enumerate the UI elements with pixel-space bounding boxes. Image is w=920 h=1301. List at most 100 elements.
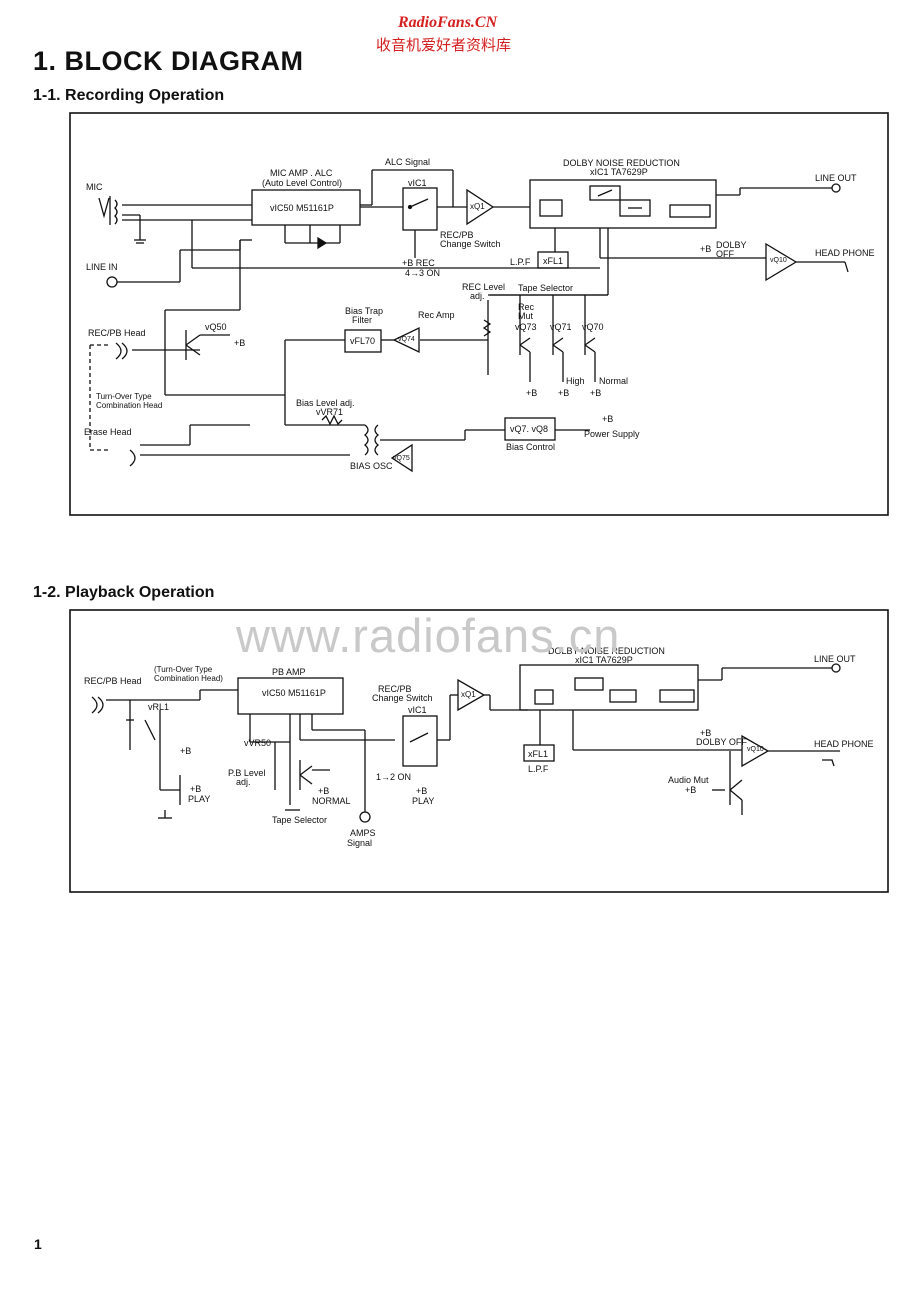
label-alc: (Auto Level Control)	[262, 178, 343, 188]
label-lpf: L.P.F	[510, 257, 531, 267]
rec-pb-switch-box	[402, 187, 438, 231]
rec-pb-head-symbol	[91, 696, 98, 714]
label-xq1-pb: xQ1	[461, 690, 476, 699]
label-pb-level-adj: adj.	[236, 777, 251, 787]
label-dolby-off-pb: DOLBY OFF	[696, 737, 747, 747]
vq10-amp-pb	[741, 734, 770, 768]
label-mic-amp: MIC AMP . ALC	[270, 168, 333, 178]
label-combination-head: Combination Head	[96, 401, 163, 410]
label-b-play: +B	[190, 784, 202, 794]
label-line-in: LINE IN	[86, 262, 118, 272]
label-b-mut: +B	[685, 785, 697, 795]
label-vq71: vQ71	[550, 322, 572, 332]
label-change-switch-pb: Change Switch	[372, 693, 433, 703]
label-pb-amp: PB AMP	[272, 667, 306, 677]
label-erase-head: Erase Head	[84, 427, 132, 437]
label-filter: Filter	[352, 315, 372, 325]
erase-head	[129, 449, 136, 467]
label-xq1: xQ1	[470, 202, 485, 211]
label-vic1: vIC1	[408, 178, 427, 188]
label-head-phone-pb: HEAD PHONE	[814, 739, 874, 749]
xq1-amp	[466, 188, 495, 226]
label-combination-pb: Combination Head)	[154, 674, 223, 683]
page-title: 1. BLOCK DIAGRAM	[33, 46, 304, 76]
label-change-switch: Change Switch	[440, 239, 501, 249]
label-bias-osc: BIAS OSC	[350, 461, 393, 471]
label-rec-amp: Rec Amp	[418, 310, 455, 320]
label-dolby-off: OFF	[716, 249, 734, 259]
label-normal: Normal	[599, 376, 629, 386]
label-dolby-ic-pb: xIC1 TA7629P	[575, 655, 633, 665]
line-out-jack-pb	[831, 663, 841, 673]
label-vq75: vQ75	[393, 455, 410, 462]
vq10-amp	[765, 242, 798, 282]
amps-signal-node	[359, 811, 371, 823]
label-rec-level: REC Level	[462, 282, 506, 292]
bias-control-box	[504, 417, 556, 441]
label-on-pb: 1→2 ON	[376, 772, 412, 782]
label-vq10-pb: vQ10	[747, 746, 764, 753]
label-bias-level: Bias Level adj.	[296, 398, 355, 408]
page-number: 1	[34, 1236, 42, 1252]
label-power-supply: Power Supply	[584, 429, 640, 439]
label-xfl1-pb: xFL1	[528, 749, 549, 759]
label-turnover-pb: (Turn-Over Type	[154, 665, 213, 674]
label-b-normal: +B	[318, 786, 330, 796]
label-dolby-word: DOLBY	[716, 240, 747, 250]
bias-trap-filter-box	[344, 329, 382, 353]
section2-heading: 1-2. Playback Operation	[33, 584, 215, 601]
label-b-dolby: +B	[700, 244, 712, 254]
label-lpf-pb: L.P.F	[528, 764, 549, 774]
label-alc-signal: ALC Signal	[385, 157, 431, 167]
label-turnover: Turn-Over Type	[96, 392, 152, 401]
section1-heading: 1-1. Recording Operation	[33, 87, 225, 104]
label-vq70: vQ70	[582, 322, 604, 332]
label-dolby-ic: xIC1 TA7629P	[590, 167, 648, 177]
watermark-subtitle: 收音机爱好者资料库	[376, 36, 512, 54]
label-ic50: vIC50 M51161P	[270, 203, 334, 213]
label-tape-selector-pb: Tape Selector	[272, 815, 328, 825]
label-b-71: +B	[558, 388, 570, 398]
pb-switch-box	[402, 715, 438, 767]
label-vq74: vQ74	[398, 336, 415, 343]
label-rec-on: 4→3 ON	[405, 268, 441, 278]
label-recpb-head: REC/PB Head	[88, 328, 146, 338]
label-vfl70: vFL70	[350, 336, 376, 346]
label-play2: PLAY	[412, 796, 435, 806]
label-vq50: vQ50	[205, 322, 227, 332]
label-recpb-head-pb: REC/PB Head	[84, 676, 142, 686]
label-vrl1: vRL1	[148, 702, 170, 712]
label-dolby: DOLBY NOISE REDUCTION	[563, 158, 680, 168]
label-xfl1: xFL1	[543, 256, 564, 266]
label-high: High	[566, 376, 585, 386]
xq1-amp-pb	[457, 678, 486, 712]
playback-frame	[69, 609, 889, 893]
watermark-site: RadioFans.CN	[398, 14, 498, 31]
label-b-73: +B	[526, 388, 538, 398]
label-b-rec: +B REC	[402, 258, 435, 268]
label-line-out-pb: LINE OUT	[814, 654, 856, 664]
label-line-out: LINE OUT	[815, 173, 857, 183]
rec-pb-head	[115, 342, 122, 360]
label-b-vrl: +B	[180, 746, 192, 756]
label-vvr71: vVR71	[316, 407, 344, 417]
xfl1-box	[537, 251, 569, 269]
label-play: PLAY	[188, 794, 211, 804]
label-signal: Signal	[347, 838, 373, 848]
label-vq7: vQ7. vQ8	[510, 424, 549, 434]
label-mic: MIC	[86, 182, 103, 192]
label-b-ps: +B	[602, 414, 614, 424]
label-vq73: vQ73	[515, 322, 537, 332]
label-dolby-pb: DOLBY NOISE REDUCTION	[548, 646, 665, 656]
label-ic50-pb: vIC50 M51161P	[262, 688, 326, 698]
label-vic1-pb: vIC1	[408, 705, 427, 715]
label-b-dolby-pb: +B	[700, 728, 712, 738]
label-rec-level-adj: adj.	[470, 291, 485, 301]
label-vq10: vQ10	[770, 257, 787, 264]
label-bias-control: Bias Control	[506, 442, 556, 452]
line-out-jack	[831, 183, 841, 193]
